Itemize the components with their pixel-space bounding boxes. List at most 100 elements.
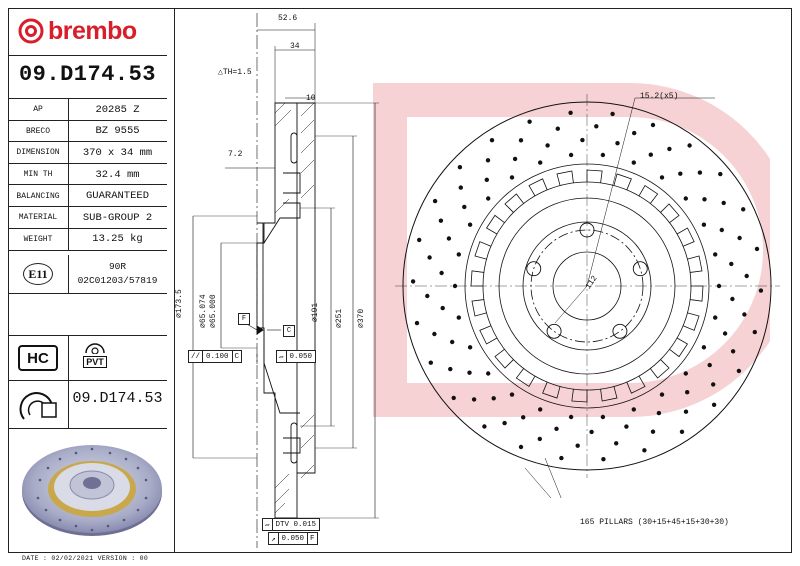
divider [8,380,167,381]
flatness-tolerance: ▱ 0.050 [276,350,317,363]
drill-hole [491,396,496,401]
dim-251: ⌀251 [335,308,344,328]
dim-holes: 15.2(x5) [640,92,679,101]
drill-hole [685,390,690,395]
spec-key: WEIGHT [8,228,69,251]
spec-value: BZ 9555 [95,125,140,138]
drill-hole [741,207,746,212]
drill-hole [440,305,445,311]
drill-hole [719,227,724,233]
drill-hole [610,111,615,117]
hat-notch [474,241,492,260]
drill-hole [448,366,453,372]
datum-c-tag: C [283,325,295,337]
drill-hole [457,165,463,170]
spec-value: SUB-GROUP 2 [82,211,153,224]
drill-hole [486,371,491,376]
hat-notch [690,285,704,302]
drill-hole [568,152,574,158]
dim-65-074: ⌀65.074 [199,294,208,328]
drill-hole [518,444,524,450]
divider [8,335,167,336]
drill-hole [730,296,735,302]
bolt-hole [546,323,562,339]
drill-hole [659,175,665,180]
drill-hole [446,236,452,241]
hat-notch [556,170,574,186]
drill-hole [509,175,515,180]
drill-hole [702,197,707,202]
drill-hole [509,392,515,397]
runout-ref: F [307,533,317,544]
divider [68,380,69,428]
drill-hole [754,246,760,252]
brembo-logo: brembo [18,16,137,46]
footer-date-version: DATE : 02/02/2021 VERSION : 00 [22,555,149,562]
drill-hole [648,152,653,157]
drill-hole [650,429,656,434]
hat-notch [638,184,659,204]
dim-pillars: 165 PILLARS (30+15+45+15+30+30) [580,518,729,527]
drill-hole [439,270,444,276]
drill-hole [697,170,703,175]
hat-notch [528,178,548,197]
drill-hole [471,397,477,402]
parallel-symbol: // [189,351,204,362]
hat-notch [687,255,703,273]
drill-hole [730,349,736,354]
drill-hole [722,331,728,336]
drill-hole [721,200,726,206]
drill-hole [716,283,722,289]
drill-hole [683,196,688,201]
spec-value: 20285 Z [95,103,140,116]
drill-hole [642,448,647,453]
drill-hole [594,124,599,129]
drill-hole [701,345,707,350]
drill-hole [656,410,662,416]
drill-hole [683,409,689,414]
drill-hole [438,218,444,223]
drill-hole [650,122,656,128]
drill-hole [467,222,473,227]
dim-173-5: ⌀173.5 [175,289,184,318]
drill-hole [458,185,463,190]
drill-hole [679,429,685,434]
dtv-tolerance: ▱ DTV 0.015 [262,518,321,531]
drill-hole [614,441,619,446]
drill-hole [758,288,764,293]
divider [8,293,167,294]
runout-tolerance: ↗ 0.050 F [268,532,318,545]
drill-hole [737,235,742,241]
spec-key: BRECO [8,120,69,143]
spec-key: DIMENSION [8,142,69,164]
drill-hole [575,443,580,448]
parallel-value: 0.100 [206,352,229,361]
bolt-hole [632,261,648,277]
drill-hole [555,126,560,131]
drill-hole [527,119,532,124]
drill-hole [467,345,473,350]
dim-th: △TH=1.5 [218,68,252,77]
drill-hole [568,110,573,115]
spec-key: MIN TH [8,163,69,186]
dim-191: ⌀191 [311,302,320,322]
bolt-hole [526,261,542,277]
drill-hole [659,392,665,397]
spec-value: GUARANTEED [85,190,149,203]
drill-hole [568,414,574,420]
spec-value: 32.4 mm [95,168,140,181]
drill-hole [518,138,524,143]
hat-notch [504,193,525,213]
hat-notch [571,389,588,403]
drill-hole [417,237,422,243]
drill-hole [456,315,461,320]
drill-hole [713,252,718,257]
divider [68,335,69,380]
approval-line2: 02C01203/57819 [77,275,158,286]
drill-hole [450,339,455,345]
hat-notch [669,337,689,358]
hat-notch [485,214,505,235]
